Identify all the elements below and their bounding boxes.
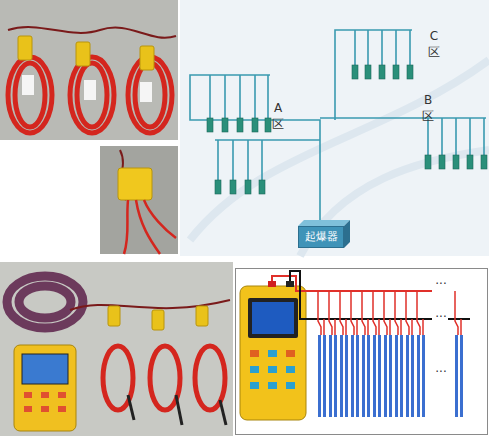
- photo-background: [0, 262, 233, 436]
- red-bus-wire: [272, 276, 432, 291]
- device-screen: [22, 354, 68, 384]
- device-screen-frame: [248, 298, 298, 338]
- zone-label: A 区: [270, 100, 286, 132]
- background-swirl: [190, 60, 489, 256]
- wire-coil: [103, 346, 225, 410]
- device-button: [24, 392, 66, 412]
- zone-label: B 区: [420, 92, 436, 124]
- wire-tag: [22, 75, 152, 102]
- blasting-device: [240, 286, 306, 420]
- blasting-device: [14, 345, 76, 431]
- device-screen: [252, 302, 294, 334]
- electronic-detonator: [318, 291, 463, 417]
- yellow-connector: [108, 306, 208, 330]
- wire-coil: [7, 276, 83, 328]
- inset-photo: [100, 146, 178, 254]
- detonator: [207, 65, 487, 194]
- yellow-connector: [18, 36, 154, 70]
- twisted-wire: [8, 27, 176, 38]
- photo-background: [0, 0, 178, 140]
- detonator-tube: [128, 395, 226, 425]
- ellipsis-mark: ···: [430, 276, 452, 292]
- node-label: 起爆器: [305, 231, 338, 243]
- exploder-box: 起爆器: [298, 226, 344, 248]
- black-bus-wire: [290, 271, 432, 319]
- ellipsis-mark: ···: [430, 364, 452, 380]
- device-button: [250, 350, 295, 389]
- black-terminal: [286, 281, 294, 287]
- box-side-face: [344, 220, 350, 248]
- black-bus-wire: [448, 318, 470, 320]
- zone-label: C 区: [426, 28, 442, 60]
- yellow-connector: [118, 168, 152, 200]
- schematic-background: [180, 0, 489, 256]
- ellipsis-mark: ···: [430, 309, 452, 325]
- red-wire: [124, 200, 176, 254]
- red-terminal: [268, 281, 276, 287]
- blasting-wire: [190, 30, 486, 226]
- schematic-frame: [236, 269, 488, 435]
